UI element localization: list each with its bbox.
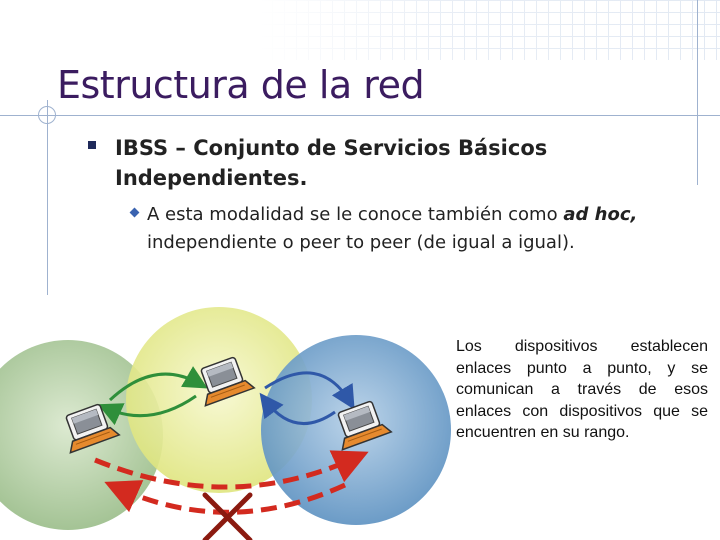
red-link-arrow (94, 450, 369, 490)
main-bullet-text: IBSS – Conjunto de Servicios Básicos Ind… (115, 136, 548, 190)
diamond-bullet-marker (129, 207, 140, 218)
red-link-arrow (104, 480, 347, 515)
green-link-arrow (108, 366, 208, 402)
sub-bullet-text-before: A esta modalidad se le conoce también co… (147, 204, 564, 225)
slide-title: Estructura de la red (57, 63, 425, 107)
blue-link-arrow (264, 371, 355, 410)
green-link-arrow (97, 394, 197, 426)
diagram-caption: Los dispositivos establecen enlaces punt… (456, 338, 708, 441)
sub-bullet-emphasis: ad hoc, (563, 204, 638, 225)
square-bullet-marker (88, 141, 96, 149)
sub-bullet-text-after: independiente o peer to peer (de igual a… (147, 232, 575, 253)
ad-hoc-network-diagram (0, 307, 451, 540)
decorative-grid-fade (260, 0, 720, 60)
decorative-vertical-rule (697, 0, 698, 185)
decorative-vertical-rule-left (47, 100, 48, 295)
blue-link-arrow (259, 392, 336, 426)
blocked-link-cross (202, 492, 253, 540)
sub-bullet-text: A esta modalidad se le conoce también co… (147, 201, 667, 257)
decorative-horizontal-rule (0, 115, 720, 116)
decorative-crosshair (38, 106, 56, 124)
